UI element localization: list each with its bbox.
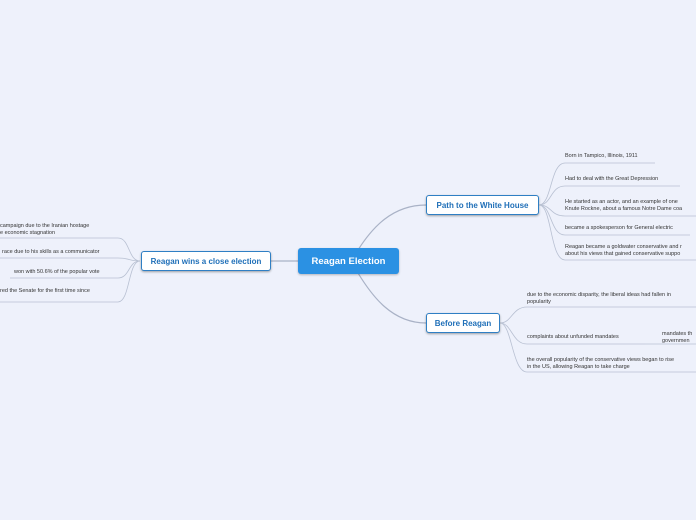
topic-reagan-wins[interactable]: Reagan wins a close election [141, 251, 271, 271]
leaf-actor[interactable]: He started as an actor, and an example o… [565, 199, 682, 212]
connector-leaf-actor [538, 204, 696, 217]
connector-leaf-ge [538, 204, 690, 236]
leaf-text: red the Senate for the first time since [0, 288, 90, 294]
connector-root-before [357, 272, 427, 324]
leaf-text: in the US, allowing Reagan to take charg… [527, 363, 630, 370]
leaf-depression[interactable]: Had to deal with the Great Depression [565, 176, 658, 183]
leaf-text: mandates th [662, 331, 693, 337]
leaf-text: Knute Rockne, about a famous Notre Dame … [565, 205, 683, 212]
leaf-mandates-sub[interactable]: mandates th governmen [662, 331, 692, 344]
topic-path-to-white-house[interactable]: Path to the White House [426, 195, 539, 215]
leaf-text: campaign due to the Iranian hostage [0, 223, 90, 229]
leaf-text: Had to deal with the Great Depression [565, 176, 659, 182]
leaf-communicator[interactable]: race due to his skills as a communicator [2, 249, 100, 256]
topic-label: Path to the White House [436, 200, 529, 210]
leaf-text: became a spokesperson for General electr… [565, 225, 673, 231]
connector-leaf-goldwater [538, 204, 696, 261]
connector-leaf-disparity [499, 306, 696, 324]
leaf-text: complaints about unfunded mandates [527, 334, 619, 340]
topic-label: Reagan wins a close election [150, 256, 262, 266]
connector-leaf-mandates [499, 322, 645, 345]
connector-leaf-communicator [0, 257, 141, 262]
root-topic-label: Reagan Election [311, 255, 386, 267]
leaf-text: popularity [527, 298, 551, 305]
connector-leaf-born [538, 162, 655, 206]
leaf-mandates[interactable]: complaints about unfunded mandates [527, 334, 619, 341]
topic-label: Before Reagan [434, 318, 492, 328]
leaf-senate[interactable]: red the Senate for the first time since [0, 288, 90, 295]
leaf-text: due to the economic disparity, the liber… [527, 292, 671, 298]
connector-leaf-popularity [499, 322, 696, 373]
connector-leaf-depression [538, 185, 680, 206]
connector-leaf-senate [0, 260, 141, 303]
leaf-popularity[interactable]: the overall popularity of the conservati… [527, 357, 674, 370]
connector-leaf-campaign [0, 237, 141, 262]
leaf-disparity[interactable]: due to the economic disparity, the liber… [527, 292, 671, 305]
topic-before-reagan[interactable]: Before Reagan [426, 313, 500, 333]
leaf-text: about his views that gained conservative… [565, 250, 681, 257]
root-topic[interactable]: Reagan Election [298, 248, 399, 274]
leaf-campaign[interactable]: campaign due to the Iranian hostage e ec… [0, 223, 89, 236]
connector-root-path [357, 204, 427, 251]
leaf-text: governmen [662, 337, 690, 344]
leaf-ge[interactable]: became a spokesperson for General electr… [565, 225, 673, 232]
leaf-text: e economic stagnation [0, 229, 56, 236]
leaf-text: race due to his skills as a communicator [2, 249, 100, 255]
connector-leaf-popular-vote [10, 260, 141, 279]
leaf-goldwater[interactable]: Reagan became a goldwater conservative a… [565, 244, 682, 257]
leaf-born[interactable]: Born in Tampico, Illinois, 1911 [565, 153, 638, 160]
leaf-popular-vote[interactable]: won with 50.6% of the popular vote [14, 269, 100, 276]
leaf-text: the overall popularity of the conservati… [527, 357, 675, 363]
leaf-text: Born in Tampico, Illinois, 1911 [565, 153, 638, 159]
leaf-text: He started as an actor, and an example o… [565, 199, 678, 205]
leaf-text: Reagan became a goldwater conservative a… [565, 244, 682, 250]
leaf-text: won with 50.6% of the popular vote [14, 269, 100, 275]
